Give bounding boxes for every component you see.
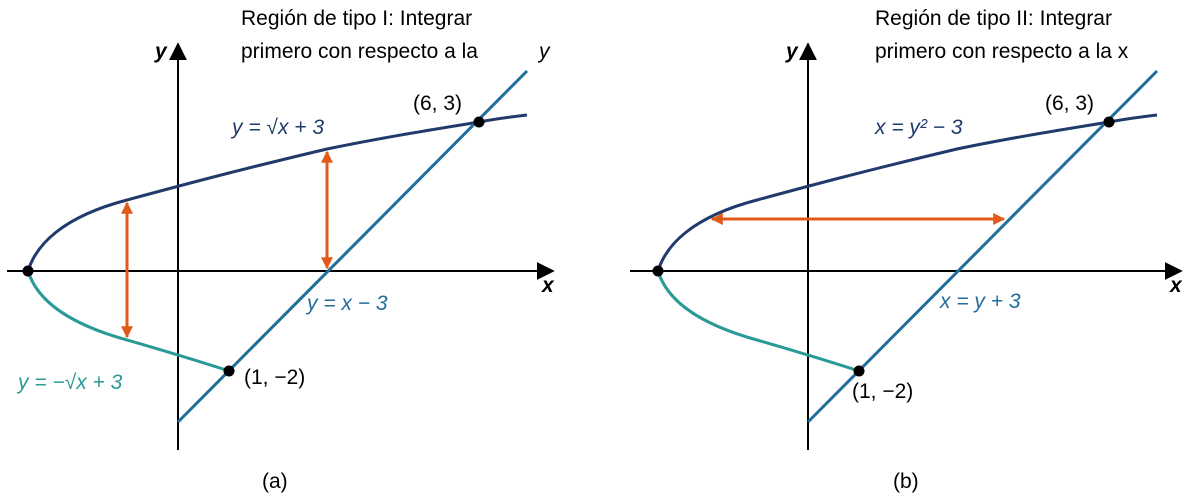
line-a: [176, 69, 529, 424]
lower-curve-a: [26, 270, 230, 373]
point-top-b: [1103, 116, 1115, 128]
curve-label-b: x = y² − 3: [874, 116, 963, 139]
point-top-label-b: (6, 3): [1045, 92, 1094, 115]
point-bottom-label-a: (1, −2): [244, 366, 305, 389]
title-b-line2: primero con respecto a la x: [875, 40, 1129, 63]
panel-b: Región de tipo II: Integrar primero con …: [630, 7, 1183, 493]
point-bottom-label-b: (1, −2): [852, 380, 913, 403]
line-label-a: y = x − 3: [305, 292, 388, 315]
title-a-var: y: [537, 40, 551, 63]
title-a-line2: primero con respecto a la: [241, 40, 478, 63]
point-bottom-a: [223, 365, 235, 377]
vertex-point-a: [22, 265, 34, 277]
vertex-point-b: [652, 265, 664, 277]
panel-a: Región de tipo I: Integrar primero con r…: [7, 7, 555, 493]
point-bottom-b: [853, 365, 865, 377]
point-top-label-a: (6, 3): [413, 92, 462, 115]
line-label-b: x = y + 3: [939, 290, 1021, 313]
upper-curve-label-a: y = √x + 3: [230, 116, 324, 139]
title-a-line1: Región de tipo I: Integrar: [241, 7, 472, 30]
line-b: [806, 69, 1159, 424]
y-axis-label-b: y: [785, 40, 799, 63]
caption-a: (a): [262, 470, 288, 493]
x-axis-label-a: x: [541, 274, 555, 297]
caption-b: (b): [893, 470, 919, 493]
lower-curve-b: [656, 270, 860, 373]
y-axis-label-a: y: [154, 40, 168, 63]
lower-curve-label-a: y = −√x + 3: [16, 371, 123, 394]
point-top-a: [473, 116, 485, 128]
title-b-line1: Región de tipo II: Integrar: [875, 7, 1112, 30]
x-axis-label-b: x: [1169, 274, 1183, 297]
